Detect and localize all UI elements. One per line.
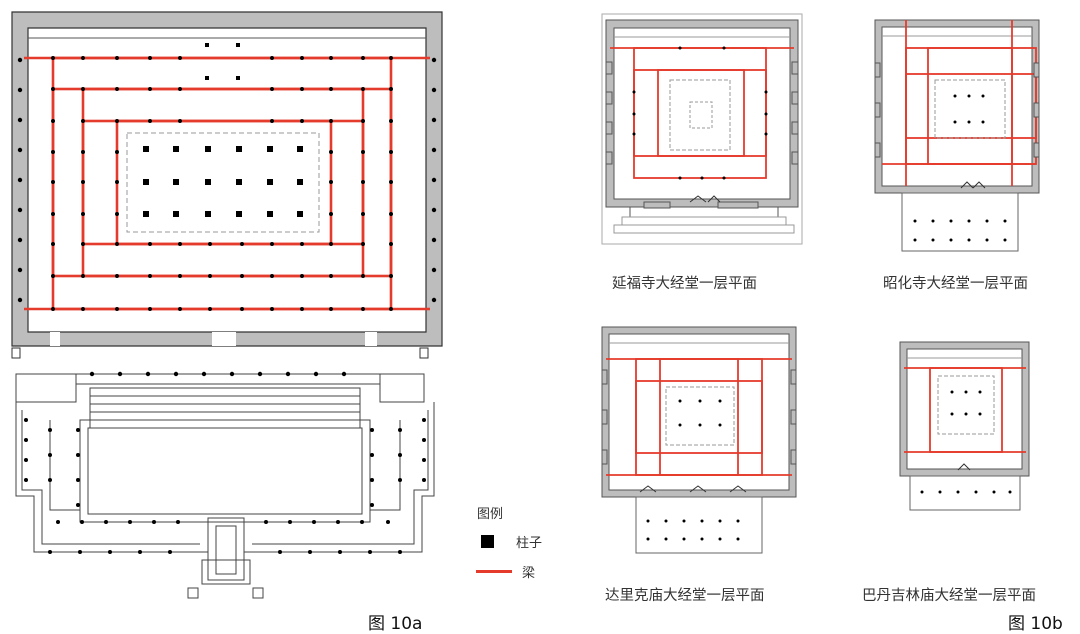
figure-label-10a: 图 10a [368,614,423,634]
legend-beam-label: 梁 [522,566,536,581]
figure-label-10b: 图 10b [1008,614,1063,634]
legend-beam-row: 梁 [476,562,535,581]
legend-column-row: 柱子 [476,532,542,551]
column-swatch [481,535,494,548]
plan-dalike [601,326,797,554]
legend-column-label: 柱子 [516,536,543,551]
beam-columns [51,56,393,311]
dashed-core [126,132,320,233]
legend-title: 图例 [477,507,504,522]
square-columns [143,146,303,217]
courtyard-columns [24,371,426,554]
plan-10a [11,11,443,599]
plan-caption-dalike: 达里克庙大经堂一层平面 [605,588,765,604]
courtyard [15,373,435,599]
hall-wall [11,11,443,347]
beam-lines [24,56,430,311]
beam-swatch [476,570,512,573]
plan-yanfu [601,13,803,245]
plan-caption-zhaohua: 昭化寺大经堂一层平面 [883,276,1028,292]
wall-columns [17,57,437,303]
plan-caption-yanfu: 延福寺大经堂一层平面 [612,276,757,292]
plan-zhaohua [874,19,1040,252]
plan-caption-badanjilin: 巴丹吉林庙大经堂一层平面 [862,588,1036,604]
plan-badanjilin [899,341,1030,511]
